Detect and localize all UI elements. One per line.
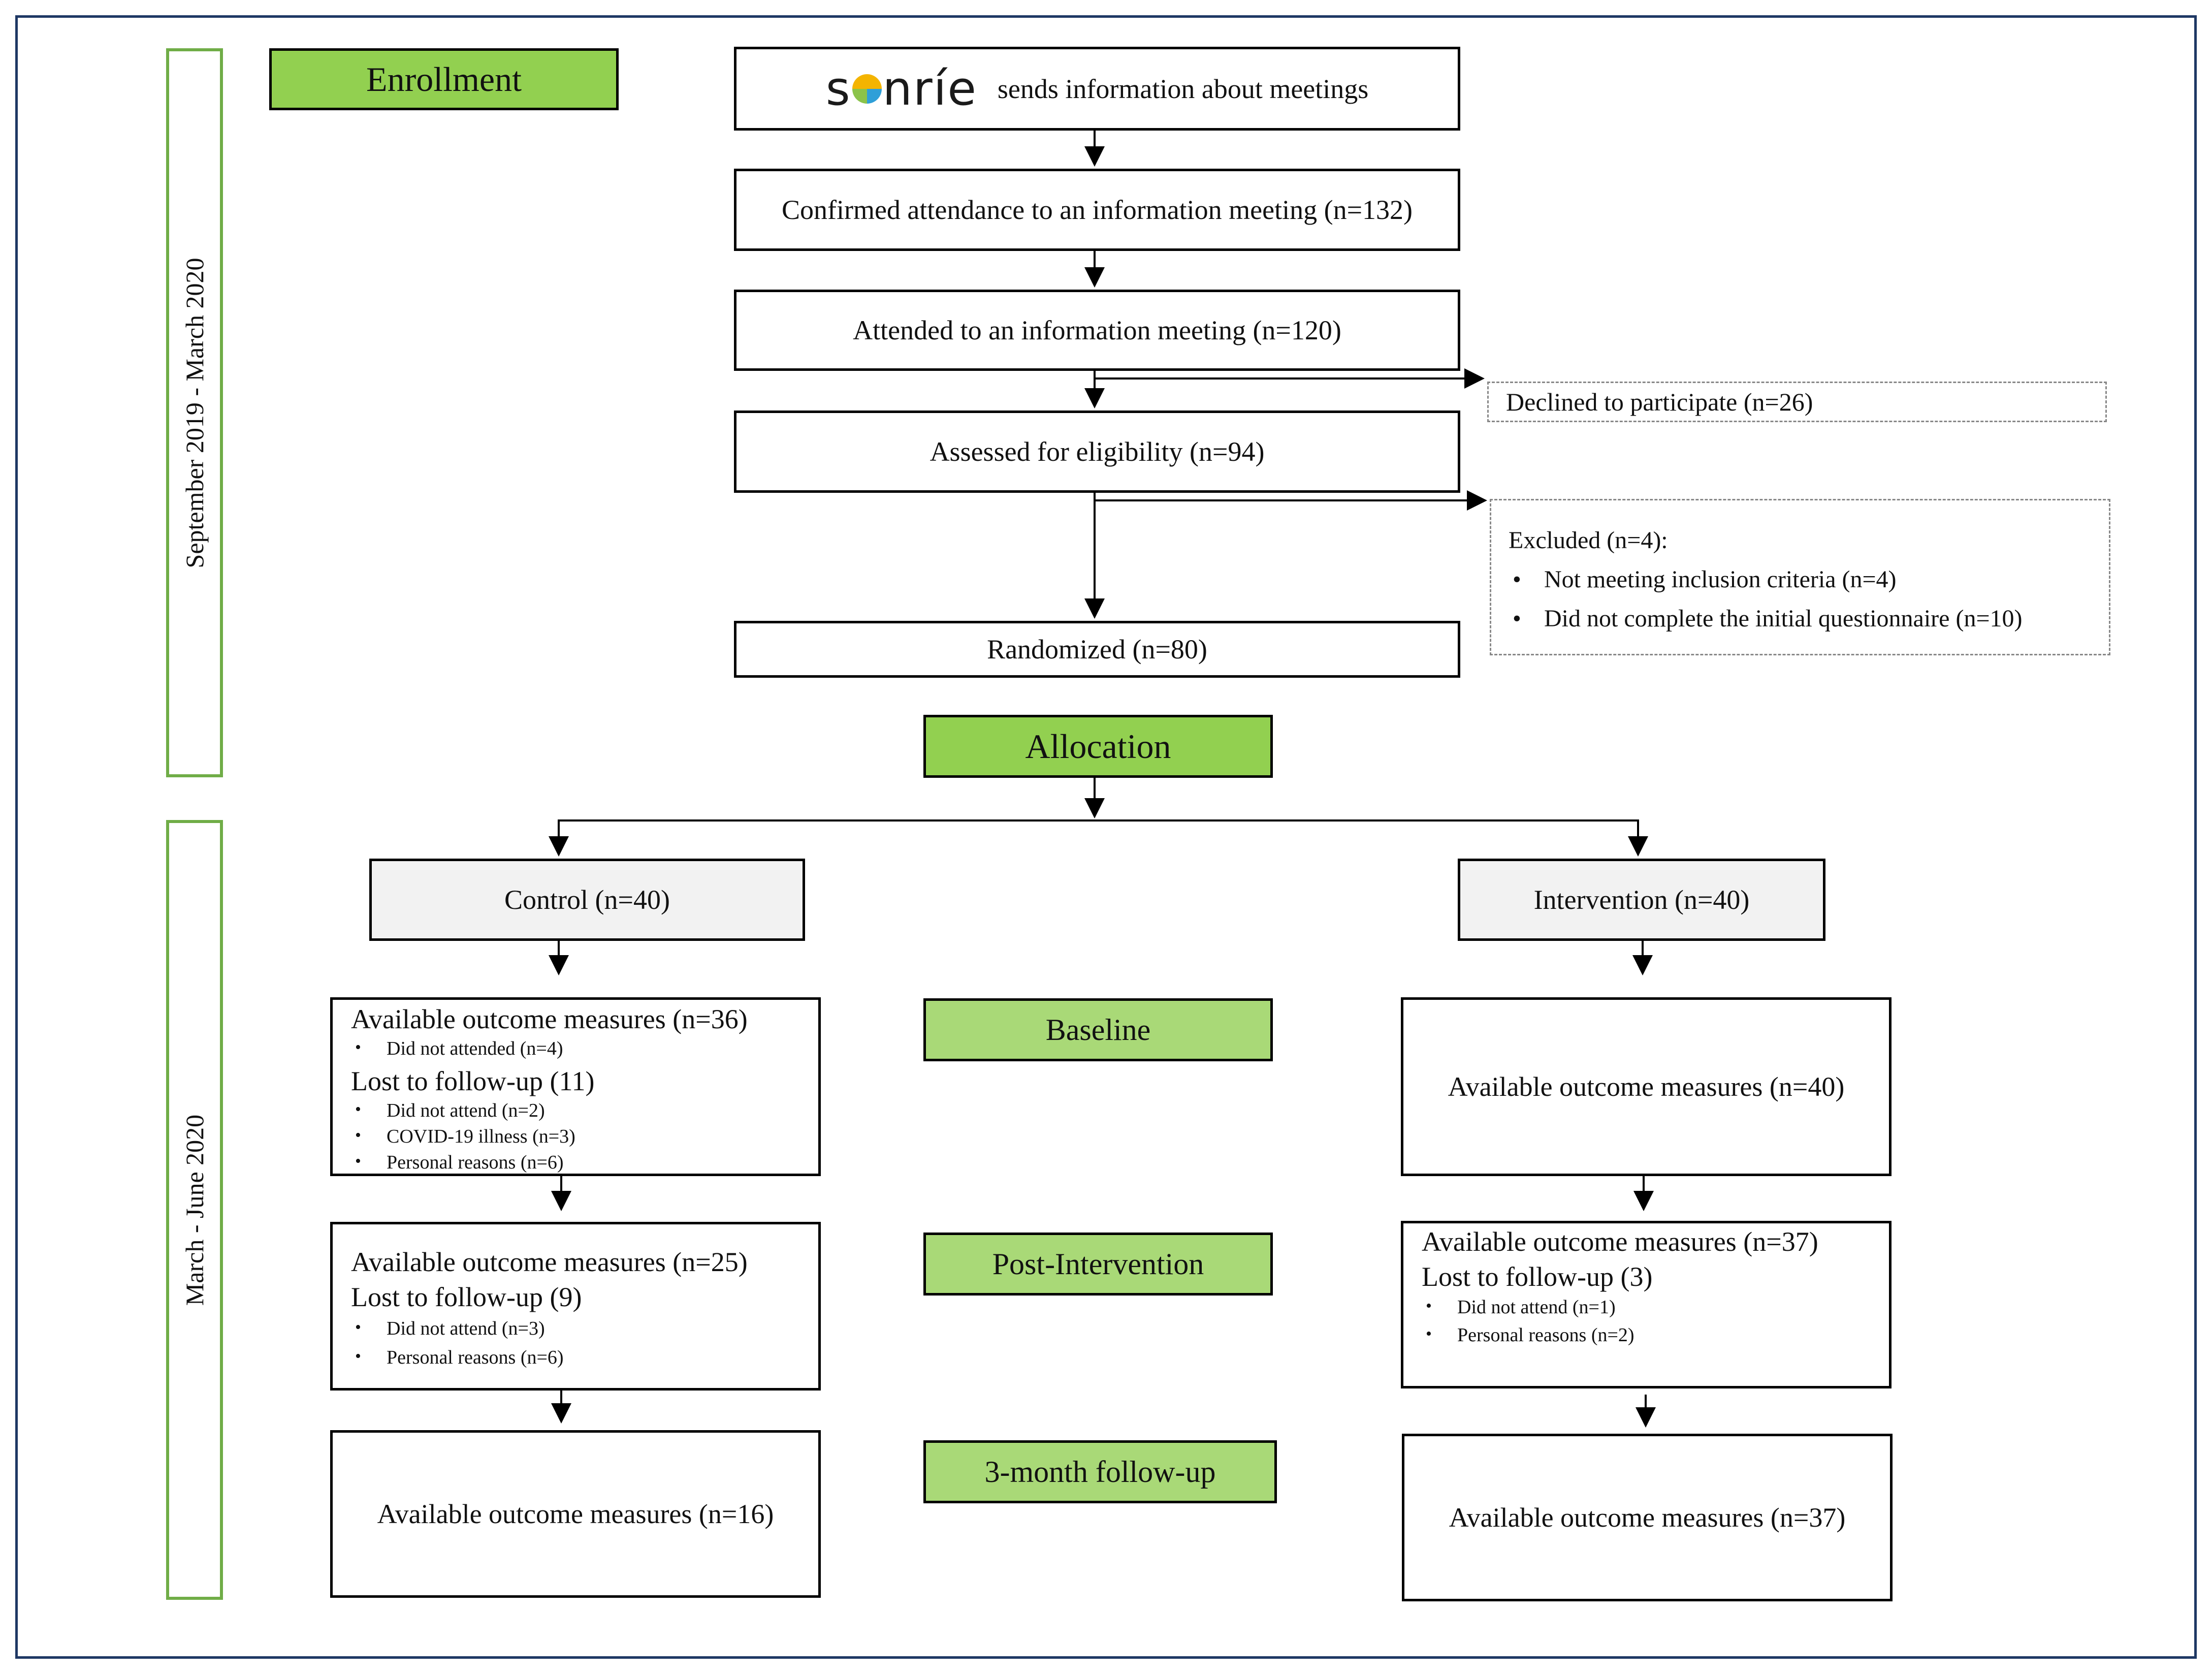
intervention-baseline-available: Available outcome measures (n=40) [1448, 1071, 1845, 1102]
control-post-lost-item: Personal reasons (n=6) [351, 1345, 808, 1371]
control-post-lost: Lost to follow-up (9) [351, 1281, 582, 1312]
confirmed-box: Confirmed attendance to an information m… [734, 169, 1460, 251]
control-baseline-available-item: Did not attended (n=4) [351, 1036, 808, 1062]
excluded-title: Excluded (n=4): [1509, 527, 1668, 554]
declined-box: Declined to participate (n=26) [1487, 382, 2107, 422]
followup-phase-label: 3-month follow-up [923, 1440, 1277, 1503]
control-baseline-lost: Lost to follow-up (11) [351, 1066, 595, 1097]
enrollment-phase-label: Enrollment [269, 48, 619, 110]
assessed-text: Assessed for eligibility (n=94) [929, 436, 1265, 467]
randomized-text: Randomized (n=80) [987, 634, 1207, 665]
followup-phase-text: 3-month follow-up [984, 1455, 1216, 1489]
enrollment-period-bar: September 2019 - March 2020 [166, 48, 223, 777]
post-intervention-phase-label: Post-Intervention [923, 1233, 1273, 1296]
intervention-post-available: Available outcome measures (n=37) [1422, 1226, 1818, 1257]
control-baseline-available: Available outcome measures (n=36) [351, 1004, 748, 1034]
intervention-followup-box: Available outcome measures (n=37) [1402, 1434, 1893, 1601]
control-followup-available: Available outcome measures (n=16) [377, 1499, 774, 1529]
intervention-post-lost-item: Personal reasons (n=2) [1422, 1322, 1879, 1348]
assessed-box: Assessed for eligibility (n=94) [734, 410, 1460, 493]
intervention-group-box: Intervention (n=40) [1458, 859, 1825, 941]
sends-info-text: sends information about meetings [997, 73, 1369, 104]
post-intervention-phase-text: Post-Intervention [992, 1247, 1204, 1281]
control-group-text: Control (n=40) [504, 885, 670, 915]
excluded-box: Excluded (n=4): Not meeting inclusion cr… [1490, 499, 2110, 655]
control-baseline-box: Available outcome measures (n=36) Did no… [330, 997, 821, 1176]
intervention-group-text: Intervention (n=40) [1533, 885, 1750, 915]
control-followup-box: Available outcome measures (n=16) [330, 1430, 821, 1598]
excluded-item: Did not complete the initial questionnai… [1509, 599, 2099, 639]
control-group-box: Control (n=40) [369, 859, 805, 941]
randomized-box: Randomized (n=80) [734, 621, 1460, 678]
control-baseline-lost-item: COVID-19 illness (n=3) [351, 1124, 808, 1150]
confirmed-text: Confirmed attendance to an information m… [781, 195, 1413, 225]
excluded-item: Not meeting inclusion criteria (n=4) [1509, 560, 2099, 599]
attended-box: Attended to an information meeting (n=12… [734, 290, 1460, 371]
intervention-followup-available: Available outcome measures (n=37) [1449, 1502, 1846, 1533]
declined-text: Declined to participate (n=26) [1506, 388, 1813, 416]
control-post-available: Available outcome measures (n=25) [351, 1247, 748, 1277]
sun-logo-icon [852, 74, 882, 104]
trial-period-bar: March - June 2020 [166, 820, 223, 1600]
diagram-frame [15, 15, 2197, 1659]
baseline-phase-text: Baseline [1045, 1013, 1151, 1047]
control-baseline-lost-item: Did not attend (n=2) [351, 1098, 808, 1124]
intervention-post-lost: Lost to follow-up (3) [1422, 1261, 1653, 1292]
baseline-phase-label: Baseline [923, 998, 1273, 1061]
intervention-post-box: Available outcome measures (n=37) Lost t… [1401, 1221, 1892, 1388]
attended-text: Attended to an information meeting (n=12… [853, 315, 1341, 345]
intervention-baseline-box: Available outcome measures (n=40) [1401, 997, 1892, 1176]
allocation-split-line [558, 819, 1639, 854]
control-post-lost-item: Did not attend (n=3) [351, 1316, 808, 1342]
allocation-phase-text: Allocation [1025, 727, 1171, 766]
control-post-box: Available outcome measures (n=25) Lost t… [330, 1222, 821, 1391]
enrollment-phase-text: Enrollment [366, 59, 522, 99]
intervention-post-lost-item: Did not attend (n=1) [1422, 1294, 1879, 1320]
allocation-phase-label: Allocation [923, 715, 1273, 778]
control-baseline-lost-item: Personal reasons (n=6) [351, 1150, 808, 1176]
